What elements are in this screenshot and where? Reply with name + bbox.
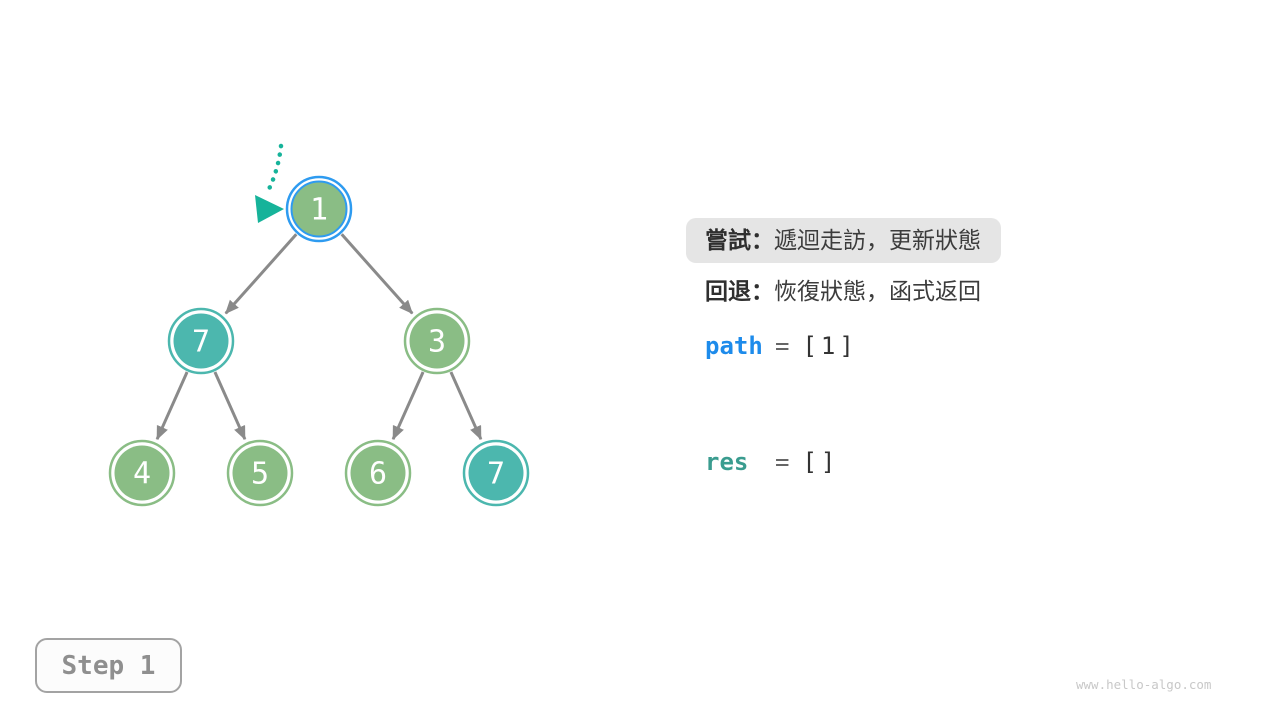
node-outer-ring <box>167 307 235 375</box>
tree-node-1-current: 1 <box>285 175 353 243</box>
tree-node-7-left: 7 <box>167 307 235 375</box>
node-body <box>468 445 524 501</box>
backtrack-label: 回退： <box>705 278 774 304</box>
binary-tree-figure: 1 7 3 4 5 6 7 <box>108 143 530 507</box>
explanation-panel: 嘗試：遞迴走訪，更新狀態 回退：恢復狀態，函式返回 path = [1] res… <box>686 218 1106 477</box>
node-body <box>290 180 348 238</box>
try-label: 嘗試： <box>705 227 774 253</box>
res-variable-name: res <box>705 448 749 476</box>
node-value: 7 <box>192 325 210 360</box>
node-value: 5 <box>251 457 269 492</box>
visit-pointer-arrow <box>255 143 284 223</box>
node-value: 1 <box>310 193 328 228</box>
path-variable-line: path = [1] <box>705 331 1106 361</box>
node-outer-ring <box>226 439 294 507</box>
res-equals-sign: = <box>775 448 790 476</box>
step-badge: Step 1 <box>35 638 182 693</box>
edge-1-3 <box>340 233 414 315</box>
tree-node-4: 4 <box>108 439 176 507</box>
res-value: [] <box>802 448 840 476</box>
tree-node-6: 6 <box>344 439 412 507</box>
node-outer-ring <box>344 439 412 507</box>
edge-1-7 <box>224 233 298 315</box>
tree-node-5: 5 <box>226 439 294 507</box>
edge-7-5 <box>213 371 247 441</box>
path-equals-sign: = <box>775 332 790 360</box>
tree-node-7-right: 7 <box>462 439 530 507</box>
node-body <box>409 313 465 369</box>
node-outer-ring <box>462 439 530 507</box>
node-outer-ring <box>403 307 471 375</box>
edge-3-7 <box>449 371 483 441</box>
watermark: www.hello-algo.com <box>1076 677 1212 692</box>
step-badge-label: Step 1 <box>61 650 156 681</box>
node-value: 7 <box>487 457 505 492</box>
res-variable-line: res = [] <box>705 447 1106 477</box>
node-body <box>114 445 170 501</box>
node-value: 4 <box>133 457 151 492</box>
node-value: 6 <box>369 457 387 492</box>
visit-pointer-head <box>255 195 284 223</box>
try-step-highlight: 嘗試：遞迴走訪，更新狀態 <box>686 218 1001 263</box>
try-text: 遞迴走訪，更新狀態 <box>774 227 981 253</box>
tree-node-3: 3 <box>403 307 471 375</box>
tree-edges <box>155 233 483 441</box>
edge-7-4 <box>155 371 189 441</box>
node-body <box>173 313 229 369</box>
path-value: [1] <box>802 332 858 360</box>
path-variable-name: path <box>705 332 763 360</box>
node-body <box>232 445 288 501</box>
node-outer-ring <box>285 175 353 243</box>
visit-pointer-dots <box>264 143 284 196</box>
node-value: 3 <box>428 325 446 360</box>
node-body <box>350 445 406 501</box>
backtrack-text: 恢復狀態，函式返回 <box>774 278 981 304</box>
node-outer-ring <box>108 439 176 507</box>
backtrack-step-line: 回退：恢復狀態，函式返回 <box>705 277 1106 305</box>
edge-3-6 <box>391 371 425 441</box>
